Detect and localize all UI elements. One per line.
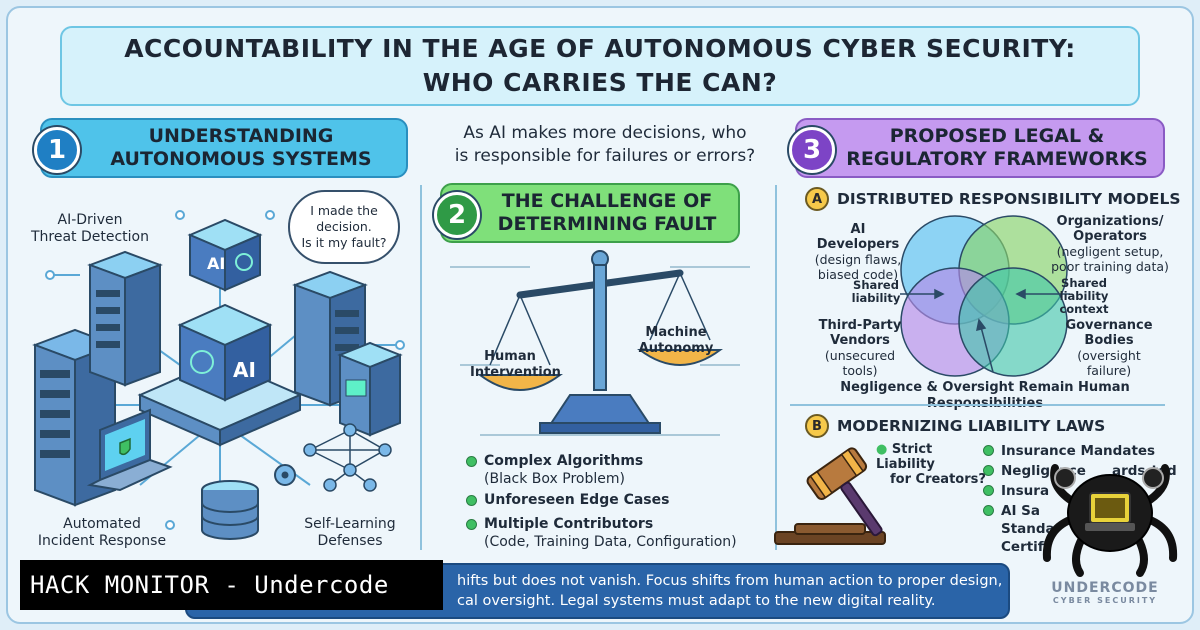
venn-circle-governance (958, 267, 1068, 377)
scale-base (548, 394, 652, 426)
venn-label-ai-developers: AI Developers (design flaws, biased code… (814, 222, 902, 282)
liability-item-insurance-mandates: Insurance Mandates (983, 442, 1155, 460)
section-3-header: 3 PROPOSED LEGAL & REGULATORY FRAMEWORKS (789, 118, 1165, 178)
bullet-complex-algorithms: Complex Algorithms (Black Box Problem) (466, 452, 643, 488)
ai-chip-main-label: AI (233, 358, 256, 382)
subsection-b-title: MODERNIZING LIABILITY LAWS (837, 417, 1106, 435)
section-3-title: PROPOSED LEGAL & REGULATORY FRAMEWORKS (846, 125, 1148, 170)
scale-label-human-intervention: Human Intervention (470, 349, 561, 380)
undercode-logo: UNDERCODE CYBER SECURITY (1051, 580, 1159, 605)
bullet-unforeseen-edge-cases: Unforeseen Edge Cases (466, 491, 669, 509)
scale-right-pan (636, 272, 724, 366)
scale-decor-lines (450, 266, 750, 436)
subsection-b-header: B MODERNIZING LIABILITY LAWS (805, 414, 1105, 438)
server-rack-far-right (337, 341, 403, 437)
divider-section3 (790, 404, 1165, 406)
venn-label-governance-bodies: Governance Bodies (oversight failure) (1065, 318, 1153, 378)
justice-scale-illustration (450, 250, 750, 436)
section-2-number-badge: 2 (434, 192, 480, 238)
label-ai-threat-detection: AI-Driven Threat Detection (30, 212, 149, 245)
venn-label-shared-liability-right: Shared liability context (1059, 276, 1109, 316)
gavel-icon (774, 447, 886, 545)
server-rack-middle-left (87, 250, 163, 387)
title-line-2: WHO CARRIES THE CAN? (422, 68, 778, 97)
subsection-a-header: A DISTRIBUTED RESPONSIBILITY MODELS (805, 187, 1181, 211)
venn-label-shared-liability-left: Shared liability (851, 278, 901, 305)
liability-item-insurance: Insura (983, 482, 1049, 500)
bullet-dot (466, 456, 477, 467)
hack-monitor-banner: HACK MONITOR - Undercode (20, 560, 443, 610)
human-responsibility-note: Negligence & Oversight Remain Human Resp… (840, 380, 1130, 411)
undercode-octopus-mascot-icon (1042, 464, 1178, 577)
section-2-header: 2 THE CHALLENGE OF DETERMINING FAULT (434, 183, 740, 243)
section-1-title: UNDERSTANDING AUTONOMOUS SYSTEMS (110, 125, 372, 170)
divider-left (420, 185, 422, 550)
liability-item-ai-safety: AI Sa Standar Certifi (983, 502, 1061, 556)
bullet-dot (466, 519, 477, 530)
strict-liability-question: ● Strict Liability for Creators? (876, 442, 986, 487)
section-3-number-badge: 3 (789, 127, 835, 173)
neural-network-icon (303, 423, 392, 492)
laptop-icon (86, 408, 173, 492)
section-2-title: THE CHALLENGE OF DETERMINING FAULT (497, 190, 717, 235)
ai-chip-top: AI (187, 218, 263, 292)
title-banner: ACCOUNTABILITY IN THE AGE OF AUTONOMOUS … (60, 26, 1140, 106)
scale-label-machine-autonomy: Machine Autonomy (638, 325, 714, 356)
subsection-b-badge: B (805, 414, 829, 438)
label-self-learning-defenses: Self-Learning Defenses (304, 516, 396, 549)
ai-chip-top-label: AI (207, 254, 225, 273)
thought-bubble: I made the decision. Is it my fault? (288, 190, 400, 264)
central-question: As AI makes more decisions, who is respo… (454, 123, 756, 166)
ai-chip-main: AI (177, 303, 273, 402)
scale-pillar (593, 264, 607, 391)
venn-label-organizations: Organizations/ Operators (negligent setu… (1051, 214, 1169, 274)
title-line-1: ACCOUNTABILITY IN THE AGE OF AUTONOMOUS … (124, 34, 1076, 63)
venn-diagram (900, 215, 1070, 377)
scale-left-pan (476, 294, 564, 391)
bullet-dot (466, 495, 477, 506)
bullet-multiple-contributors: Multiple Contributors (Code, Training Da… (466, 515, 737, 551)
subsection-a-badge: A (805, 187, 829, 211)
gear-icon (274, 464, 296, 486)
venn-label-third-party-vendors: Third-Party Vendors (unsecured tools) (818, 318, 902, 378)
section-1-number-badge: 1 (34, 127, 80, 173)
subsection-a-title: DISTRIBUTED RESPONSIBILITY MODELS (837, 190, 1181, 208)
label-automated-incident-response: Automated Incident Response (37, 516, 167, 549)
divider-right (775, 185, 777, 550)
database-icon (201, 480, 259, 540)
autonomous-systems-illustration: AI AI (32, 210, 405, 540)
section-1-header: 1 UNDERSTANDING AUTONOMOUS SYSTEMS (34, 118, 408, 178)
